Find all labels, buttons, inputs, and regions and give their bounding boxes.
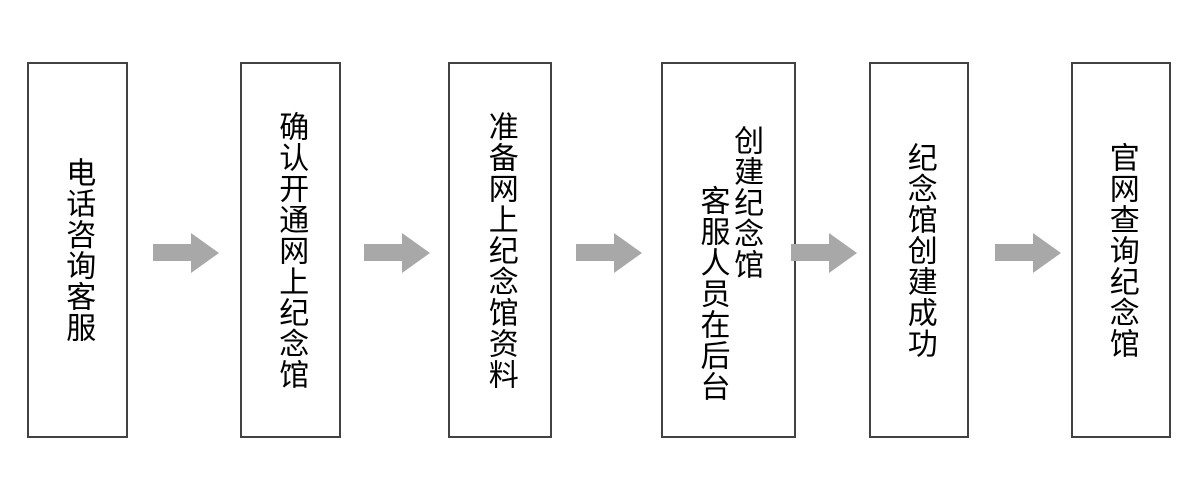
arrow-shaft	[791, 244, 833, 261]
arrow-head-icon	[402, 233, 430, 273]
arrow-head-icon	[1033, 233, 1061, 273]
flow-node-2[interactable]: 确认开通网上纪念馆	[240, 62, 341, 438]
arrow-shaft	[576, 244, 618, 261]
arrow-head-icon	[191, 233, 219, 273]
arrow-shaft	[364, 244, 406, 261]
flow-arrow-3	[576, 233, 642, 273]
flow-node-5-text: 纪念馆创建成功	[901, 141, 937, 359]
flow-node-1[interactable]: 电话咨询客服	[27, 62, 128, 438]
flow-node-3[interactable]: 准备网上纪念馆资料	[448, 62, 552, 438]
flow-arrow-5	[995, 233, 1061, 273]
flow-node-4-text-column-2: 客服人员在后台	[694, 185, 730, 402]
arrow-shaft	[995, 244, 1037, 261]
flow-node-6[interactable]: 官网查询纪念馆	[1071, 62, 1171, 438]
flow-node-5[interactable]: 纪念馆创建成功	[869, 62, 969, 438]
flow-node-2-text: 确认开通网上纪念馆	[273, 110, 309, 390]
arrow-head-icon	[829, 233, 857, 273]
flow-arrow-1	[153, 233, 219, 273]
flow-node-4[interactable]: 创建纪念馆 客服人员在后台	[661, 62, 796, 438]
arrow-head-icon	[614, 233, 642, 273]
arrow-shaft	[153, 244, 195, 261]
flow-node-3-text: 准备网上纪念馆资料	[482, 110, 518, 390]
flow-node-4-text-column-1: 创建纪念馆	[728, 125, 764, 280]
flow-arrow-2	[364, 233, 430, 273]
flow-node-6-text: 官网查询纪念馆	[1103, 141, 1139, 359]
flow-arrow-4	[791, 233, 857, 273]
flow-node-1-text: 电话咨询客服	[60, 157, 96, 343]
